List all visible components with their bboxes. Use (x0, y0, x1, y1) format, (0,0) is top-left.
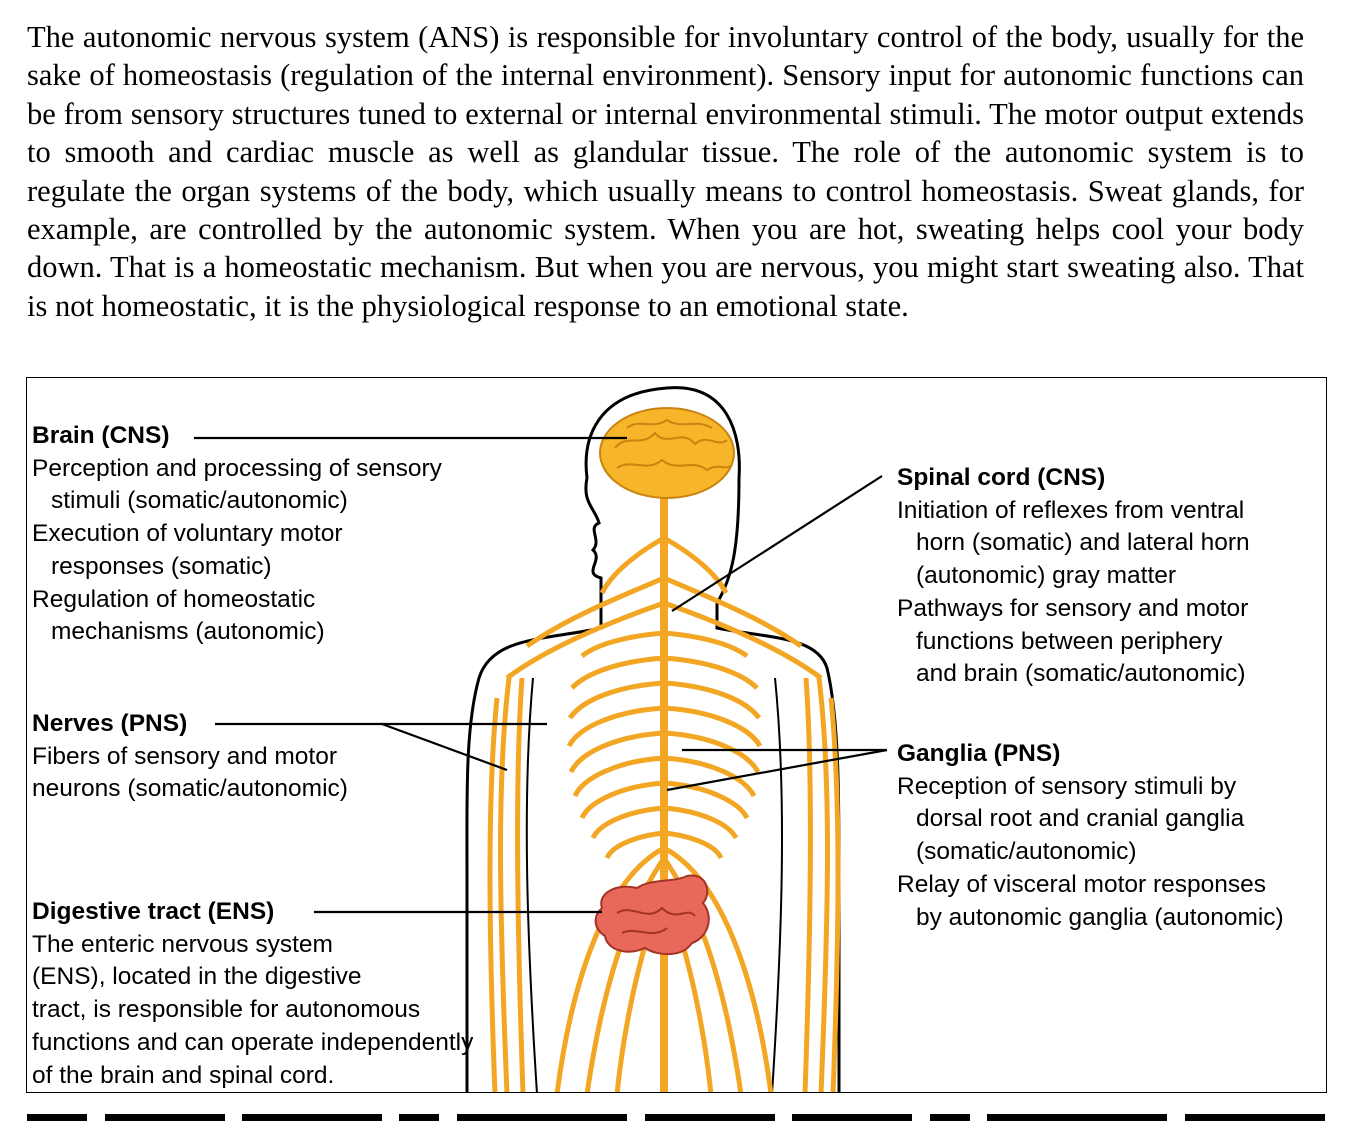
brain-line: stimuli (somatic/autonomic) (51, 487, 348, 515)
spinal-cord-label: Spinal cord (CNS) Initiation of reflexes… (897, 462, 1250, 691)
digestive-label: Digestive tract (ENS) The enteric nervou… (32, 896, 473, 1092)
spinal-cord-line: Initiation of reflexes from ventral (897, 496, 1245, 524)
arm-nerves (487, 677, 841, 1092)
digestive-line: The enteric nervous system (32, 930, 333, 958)
brain-label: Brain (CNS) Perception and processing of… (32, 420, 442, 649)
cut-off-next-line (27, 1104, 1327, 1121)
body-illustration (194, 386, 888, 1092)
digestive-line: tract, is responsible for autonomous (32, 996, 421, 1024)
spinal-cord-line: (autonomic) gray matter (916, 562, 1177, 590)
brain-line: Regulation of homeostatic (32, 585, 316, 613)
brain (599, 407, 735, 499)
digestive-line: (ENS), located in the digestive (32, 963, 362, 991)
nerves-heading: Nerves (PNS) (32, 710, 188, 737)
leader-nerves-d (381, 722, 508, 772)
ganglia-line: Relay of visceral motor responses (897, 870, 1267, 898)
leader-lines (194, 436, 888, 914)
digestive-line: functions and can operate independently (32, 1028, 474, 1056)
arm-line-left (525, 677, 538, 1092)
ganglia-line: dorsal root and cranial ganglia (916, 805, 1245, 833)
rib-nerves (566, 630, 763, 860)
nerves-label: Nerves (PNS) Fibers of sensory and motor… (32, 708, 348, 806)
ganglia-label: Ganglia (PNS) Reception of sensory stimu… (897, 738, 1284, 934)
digestive-tract (594, 874, 710, 956)
brain-line: mechanisms (autonomic) (51, 618, 325, 646)
spinal-cord-line: functions between periphery (916, 627, 1223, 655)
spinal-cord-line: Pathways for sensory and motor (897, 594, 1249, 622)
brain-line: Perception and processing of sensory (32, 454, 442, 482)
spinal-cord-line: horn (somatic) and lateral horn (916, 529, 1250, 557)
ganglia-heading: Ganglia (PNS) (897, 740, 1061, 767)
brain-heading: Brain (CNS) (32, 422, 170, 449)
digestive-line: of the brain and spinal cord. (32, 1061, 335, 1089)
ganglia-line: (somatic/autonomic) (916, 838, 1137, 866)
shoulder-nerves (505, 535, 823, 681)
digestive-heading: Digestive tract (ENS) (32, 898, 275, 925)
brain-line: responses (somatic) (51, 552, 272, 580)
leader-ganglia-2 (666, 748, 888, 792)
nervous-system-figure: Brain (CNS) Perception and processing of… (26, 377, 1327, 1093)
nerves-line: neurons (somatic/autonomic) (32, 775, 348, 803)
body-paragraph: The autonomic nervous system (ANS) is re… (27, 20, 1304, 323)
leader-spinal (671, 475, 883, 612)
ganglia-line: by autonomic ganglia (autonomic) (916, 903, 1284, 931)
arm-line-right (771, 677, 784, 1092)
nerves-line: Fibers of sensory and motor (32, 742, 338, 770)
spinal-cord-line: and brain (somatic/autonomic) (916, 660, 1246, 688)
ganglia-line: Reception of sensory stimuli by (897, 772, 1237, 800)
brain-line: Execution of voluntary motor (32, 520, 343, 548)
spinal-cord-heading: Spinal cord (CNS) (897, 464, 1106, 491)
